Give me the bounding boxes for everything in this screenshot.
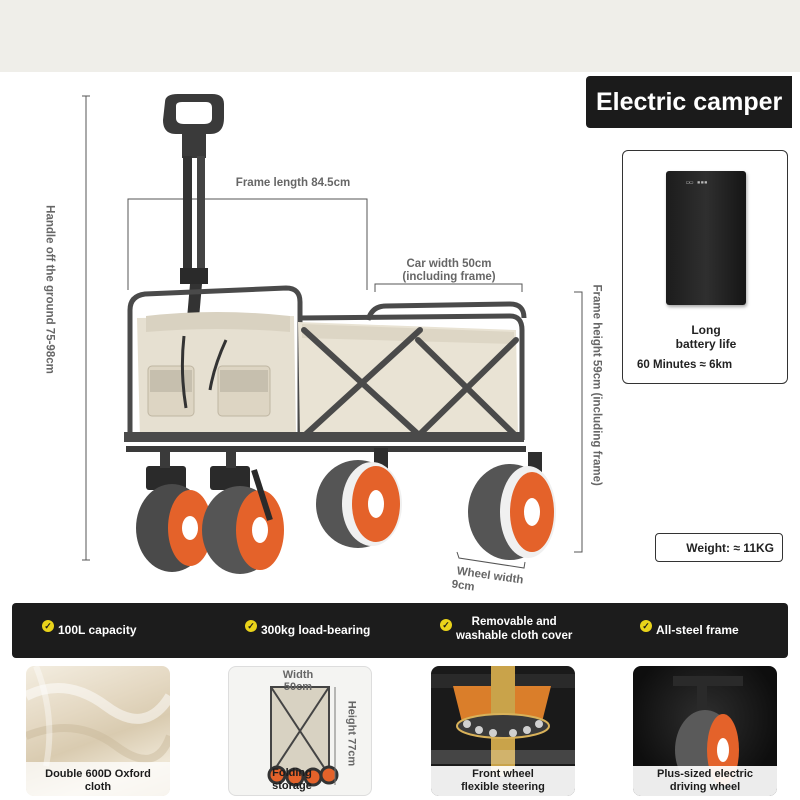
check-icon: ✓ — [640, 620, 652, 632]
thumb2-caption-1: Folding — [272, 767, 312, 779]
wagon-cloth-body — [124, 312, 526, 452]
thumb-driving-wheel: Plus-sized electric driving wheel — [633, 666, 777, 796]
thumb2-caption-2: storage — [272, 780, 312, 792]
feature-cover: ✓ Removable and washable cloth cover — [440, 615, 572, 643]
thumb4-caption-1: Plus-sized electric — [657, 768, 753, 780]
weight-label: Weight: ≈ 11KG — [655, 533, 783, 562]
rear-wheels — [316, 448, 556, 560]
top-background-band — [0, 0, 800, 72]
feature-frame-label: All-steel frame — [656, 623, 739, 637]
feature-bar: ✓ 100L capacity ✓ 300kg load-bearing ✓ R… — [12, 603, 788, 658]
frame-length-label: Frame length 84.5cm — [235, 177, 351, 189]
wagon-handle — [163, 94, 224, 330]
battery-card: ▭▭ ▪▪▪ Long battery life 60 Minutes ≈ 6k… — [622, 150, 788, 384]
feature-capacity-label: 100L capacity — [58, 623, 137, 637]
feature-frame: ✓ All-steel frame — [640, 620, 739, 637]
car-width-label-1: Car width 50cm — [406, 258, 492, 270]
frame-height-label: Frame height 59cm (including frame) — [590, 284, 603, 486]
battery-label-line1: Long — [691, 323, 721, 337]
battery-label-line2: battery life — [675, 337, 737, 351]
thumb3-caption-2: flexible steering — [461, 781, 545, 793]
cloth-texture — [26, 666, 170, 767]
thumb2-height-value: 77cm — [345, 738, 358, 767]
thumb3-caption-1: Front wheel — [472, 768, 534, 780]
feature-load-label: 300kg load-bearing — [261, 623, 371, 637]
thumb-oxford-cloth: Double 600D Oxford cloth — [26, 666, 170, 796]
thumb1-caption-1: Double 600D Oxford — [45, 768, 151, 780]
front-wheels — [136, 448, 284, 574]
handle-height-label: Handle off the ground 75-98cm — [43, 205, 56, 374]
check-icon: ✓ — [440, 619, 452, 631]
thumb2-width-label: Width — [282, 669, 314, 681]
feature-cover-label-2: washable cloth cover — [456, 630, 573, 642]
car-width-label-2: (including frame) — [402, 271, 496, 283]
feature-capacity: ✓ 100L capacity — [42, 620, 137, 637]
check-icon: ✓ — [42, 620, 54, 632]
thumb4-caption-2: driving wheel — [669, 781, 741, 793]
thumb2-height-label: Height — [345, 700, 358, 736]
check-icon: ✓ — [245, 620, 257, 632]
thumb2-width-value: 50cm — [283, 681, 313, 693]
feature-load: ✓ 300kg load-bearing — [245, 620, 371, 637]
product-title: Electric camper — [586, 76, 792, 128]
feature-cover-label-1: Removable and — [471, 616, 557, 628]
battery-range: 60 Minutes ≈ 6km — [637, 359, 733, 371]
wagon-illustration — [82, 94, 583, 574]
thumb1-caption-2: cloth — [84, 781, 112, 793]
steering-bearing-image — [431, 666, 575, 776]
thumb-front-wheel: Front wheel flexible steering — [431, 666, 575, 796]
battery-pack-icon: ▭▭ ▪▪▪ — [666, 171, 746, 305]
battery-brand-mark: ▭▭ ▪▪▪ — [686, 179, 708, 186]
thumb-folding-storage: Width 50cm Height 77cm Folding storage — [228, 666, 372, 796]
folded-wagon-image — [267, 686, 339, 787]
